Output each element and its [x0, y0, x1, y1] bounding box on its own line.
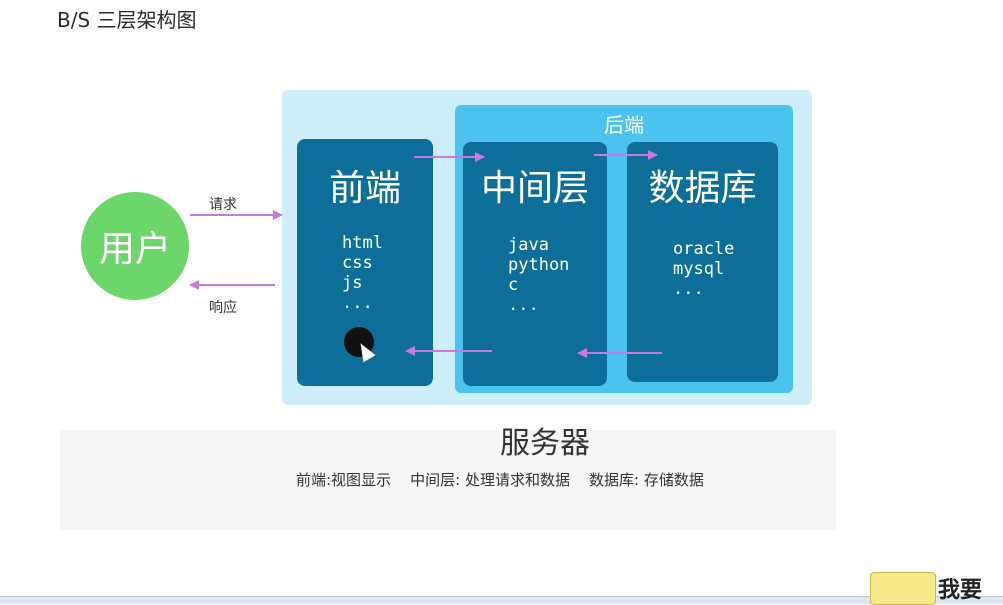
frontend-panel: 前端 html css js ...	[297, 139, 433, 386]
cursor-icon	[344, 327, 374, 357]
caption-background	[60, 430, 836, 530]
taskbar-strip	[0, 596, 1003, 604]
frontend-title: 前端	[328, 168, 401, 209]
request-label: 请求	[209, 197, 237, 213]
logo-badge-icon	[870, 572, 936, 605]
database-tech-list: oracle mysql ...	[673, 239, 735, 299]
database-panel: 数据库 oracle mysql ...	[627, 142, 778, 382]
logo: 我要	[868, 572, 1003, 605]
middle-title: 中间层	[480, 168, 589, 209]
logo-text: 我要	[938, 578, 983, 603]
backend-label: 后端	[604, 113, 644, 137]
database-title: 数据库	[648, 168, 757, 209]
middle-panel: 中间层 java python c ...	[463, 142, 607, 386]
response-label: 响应	[209, 300, 237, 316]
frontend-tech-list: html css js ...	[342, 233, 383, 313]
legend-text: 前端:视图显示 中间层: 处理请求和数据 数据库: 存储数据	[296, 471, 704, 489]
page-title: B/S 三层架构图	[57, 8, 197, 32]
user-circle: 用户	[81, 192, 189, 300]
server-label: 服务器	[500, 426, 590, 461]
middle-tech-list: java python c ...	[508, 235, 570, 315]
